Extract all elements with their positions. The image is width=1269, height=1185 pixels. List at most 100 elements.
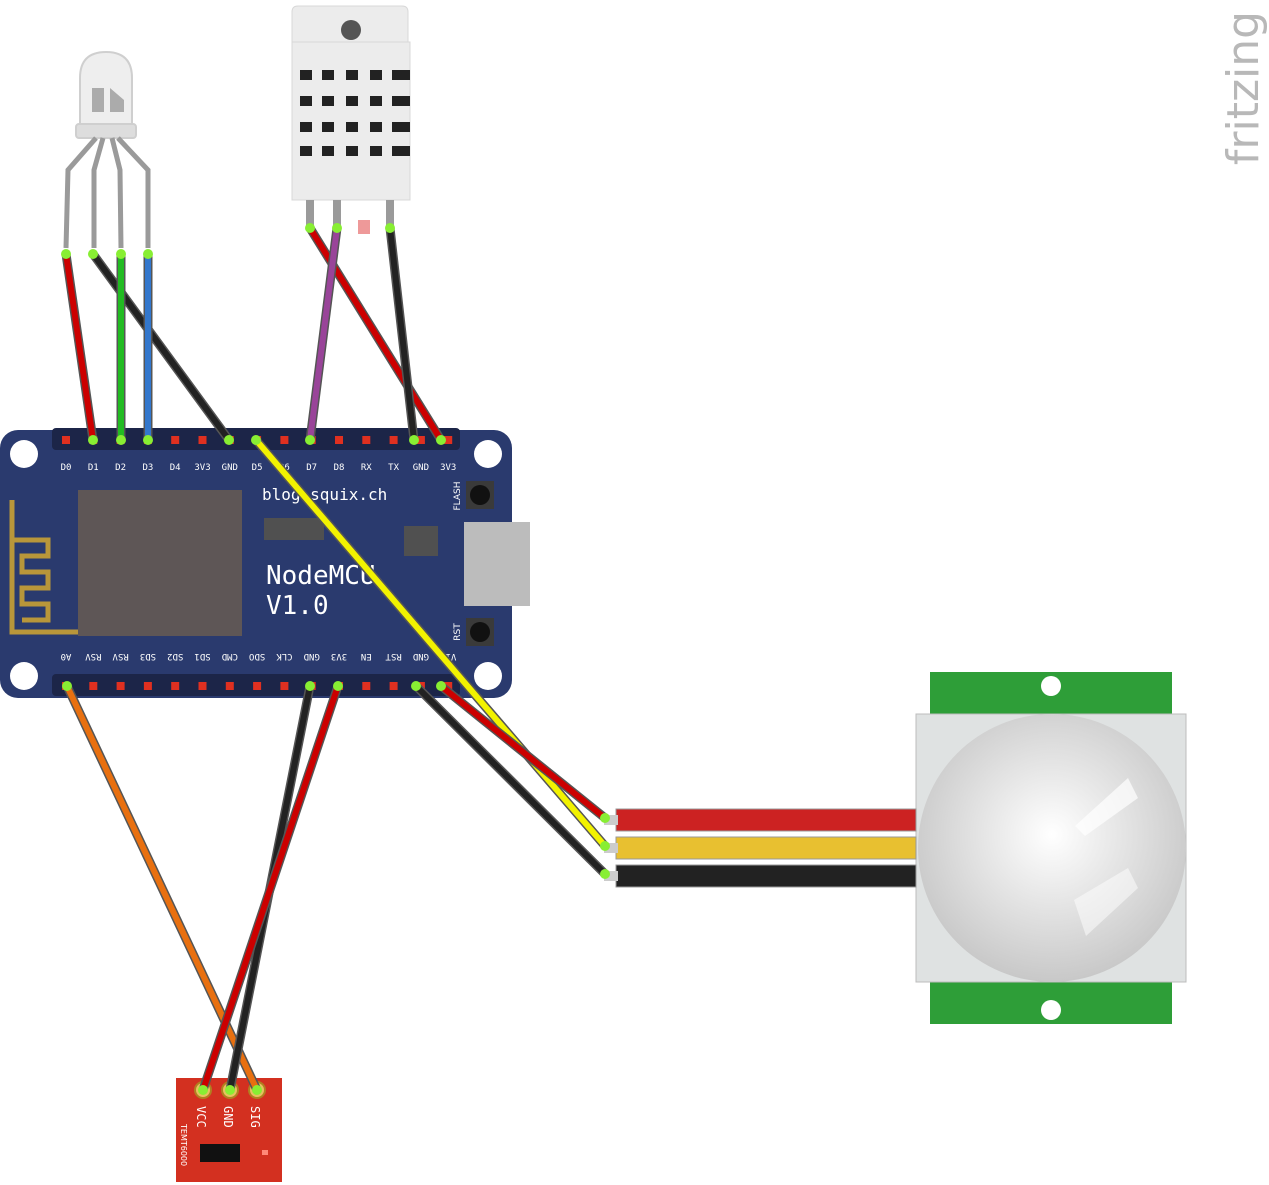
wire-endpoint[interactable]	[62, 681, 72, 691]
grille-slot	[346, 146, 358, 156]
wire[interactable]	[200, 683, 341, 1093]
wire[interactable]	[64, 683, 260, 1093]
wire-endpoint[interactable]	[385, 223, 395, 233]
wire-endpoint[interactable]	[332, 223, 342, 233]
pin-label: CLK	[276, 651, 293, 661]
wire-endpoint[interactable]	[436, 435, 446, 445]
wire-endpoint[interactable]	[198, 1085, 208, 1095]
header-pin[interactable]	[280, 682, 289, 690]
wire-endpoint[interactable]	[143, 435, 153, 445]
header-pin[interactable]	[444, 682, 453, 690]
wire-endpoint[interactable]	[409, 435, 419, 445]
pir-lens-dome	[918, 714, 1186, 982]
pin-label: D8	[334, 463, 345, 473]
wire-endpoint[interactable]	[88, 435, 98, 445]
wire-endpoint[interactable]	[305, 223, 315, 233]
temt6000-sensor: VCC GND SIG TEMT6000	[176, 1078, 282, 1182]
grille-slot	[300, 122, 312, 132]
header-pin[interactable]	[444, 436, 453, 444]
header-pin[interactable]	[335, 436, 343, 444]
rgb-led	[63, 50, 151, 249]
pin-label: SD3	[140, 651, 156, 661]
pin-label: Vin	[440, 651, 456, 661]
grille-slot	[322, 96, 334, 106]
wire-endpoint[interactable]	[436, 681, 446, 691]
wire[interactable]	[90, 251, 232, 443]
antenna-trace	[9, 500, 80, 635]
grille-slot	[322, 146, 334, 156]
header-pin[interactable]	[143, 682, 152, 690]
header-pin[interactable]	[89, 682, 98, 690]
pin-label: GND	[413, 463, 429, 473]
flash-label: FLASH	[453, 481, 463, 510]
grille-slot	[392, 122, 410, 132]
pin-label: SD1	[194, 651, 210, 661]
pin-label: D4	[170, 463, 181, 473]
wire[interactable]	[413, 683, 608, 877]
header-pin[interactable]	[198, 436, 207, 444]
grille-slot	[322, 70, 334, 80]
wire-endpoint[interactable]	[116, 249, 126, 259]
pin-label: A0	[61, 651, 72, 661]
grille-slot	[370, 96, 382, 106]
header-pin[interactable]	[198, 682, 207, 690]
wire-endpoint[interactable]	[61, 249, 71, 259]
header-pin[interactable]	[171, 436, 180, 444]
flash-button[interactable]	[470, 485, 490, 505]
wire-endpoint[interactable]	[251, 435, 261, 445]
wire-endpoint[interactable]	[333, 681, 343, 691]
mounting-hole	[474, 662, 502, 690]
header-pin[interactable]	[171, 682, 180, 690]
pin-label: CMD	[222, 651, 238, 661]
header-pin[interactable]	[389, 682, 398, 690]
pin-label: D5	[252, 463, 263, 473]
grille-slot	[392, 70, 410, 80]
wire[interactable]	[307, 225, 340, 443]
wire[interactable]	[387, 225, 417, 443]
pin-label: D0	[61, 463, 72, 473]
header-pin[interactable]	[280, 436, 289, 444]
grille-slot	[322, 122, 334, 132]
fritzing-watermark: fritzing	[1218, 11, 1269, 165]
header-pin[interactable]	[62, 436, 70, 444]
wire-endpoint[interactable]	[600, 813, 610, 823]
wire-endpoint[interactable]	[600, 869, 610, 879]
mounting-hole	[474, 440, 502, 468]
mounting-hole	[10, 662, 38, 690]
grille-slot	[346, 122, 358, 132]
temt-pin-gnd: GND	[221, 1106, 235, 1128]
pin-label: D1	[88, 463, 99, 473]
wire-endpoint[interactable]	[225, 1085, 235, 1095]
wire-endpoint[interactable]	[252, 1085, 262, 1095]
header-pin[interactable]	[253, 682, 262, 690]
wire[interactable]	[438, 683, 608, 821]
grille-slot	[346, 70, 358, 80]
pin-label: 3V3	[331, 651, 347, 661]
grille-slot	[392, 146, 410, 156]
header-pin[interactable]	[389, 436, 398, 444]
header-pin[interactable]	[362, 682, 371, 690]
temt-pin-vcc: VCC	[194, 1106, 208, 1128]
pin-label: RSV	[112, 651, 129, 661]
pin-label: SDO	[249, 651, 265, 661]
header-pin[interactable]	[225, 682, 234, 690]
mounting-hole	[10, 440, 38, 468]
grille-slot	[346, 96, 358, 106]
wire[interactable]	[63, 251, 96, 443]
wire-endpoint[interactable]	[224, 435, 234, 445]
wire-endpoint[interactable]	[116, 435, 126, 445]
wire-endpoint[interactable]	[600, 841, 610, 851]
wire-endpoint[interactable]	[305, 435, 315, 445]
header-pin[interactable]	[116, 682, 125, 690]
grille-slot	[370, 70, 382, 80]
esp-chip	[78, 490, 242, 636]
rst-button[interactable]	[470, 622, 490, 642]
wire-endpoint[interactable]	[411, 681, 421, 691]
header-pin[interactable]	[416, 436, 425, 444]
wire-endpoint[interactable]	[88, 249, 98, 259]
wire[interactable]	[253, 437, 608, 849]
header-pin[interactable]	[362, 436, 371, 444]
wire-endpoint[interactable]	[143, 249, 153, 259]
wire-endpoint[interactable]	[305, 681, 315, 691]
